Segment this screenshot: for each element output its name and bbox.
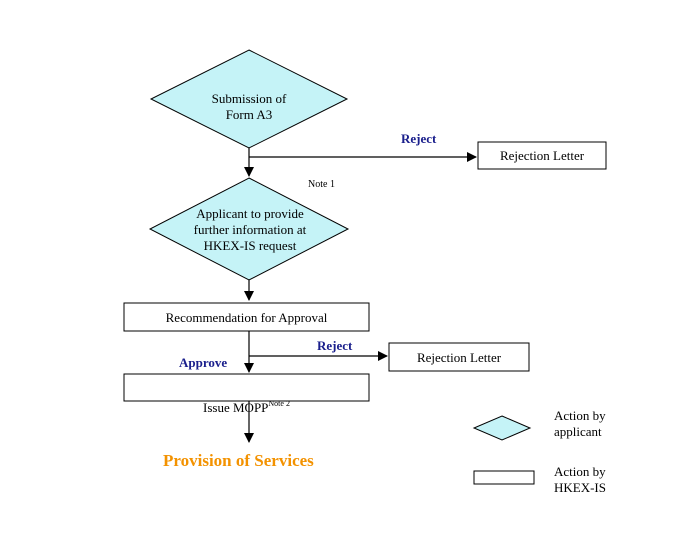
submission-text: Submission of Form A3 — [211, 91, 287, 122]
legend-applicant-text: Action by applicant — [554, 408, 606, 439]
further-info-text: Applicant to provide further information… — [193, 206, 307, 253]
legend-hkex-text: Action by HKEX-IS — [554, 464, 606, 495]
rejection-letter-1-text: Rejection Letter — [499, 148, 585, 163]
recommendation-text: Recommendation for Approval — [165, 310, 328, 325]
approve-label: Approve — [179, 355, 228, 370]
issue-mopp-text: Issue MOPPNote 2 — [124, 380, 369, 416]
reject-label-1: Reject — [401, 131, 437, 146]
reject-label-2: Reject — [317, 338, 353, 353]
provision-of-services-label: Provision of Services — [163, 451, 314, 470]
recommendation-box — [123, 302, 370, 332]
legend-diamond-icon — [472, 415, 532, 441]
rejection-letter-1-box — [477, 141, 607, 170]
legend-rectangle-icon — [473, 470, 535, 485]
note-1-label: Note 1 — [308, 179, 335, 190]
issue-mopp-note: Note 2 — [268, 399, 290, 408]
issue-mopp-label: Issue MOPP — [203, 400, 269, 415]
rejection-letter-2-text: Rejection Letter — [416, 350, 502, 365]
issue-mopp-box — [123, 373, 370, 402]
rejection-letter-2-box — [388, 342, 530, 372]
